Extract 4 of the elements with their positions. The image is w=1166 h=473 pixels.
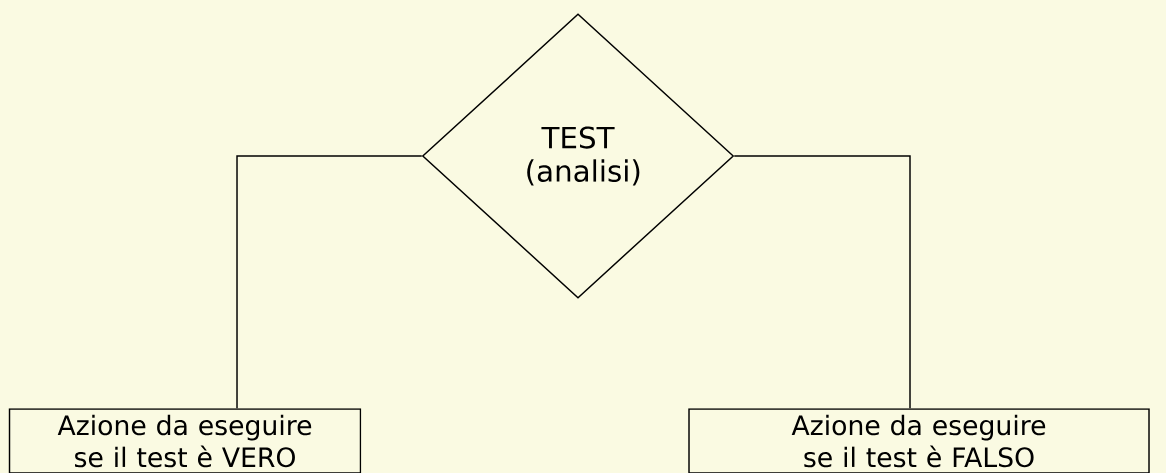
action-box: Azione da eseguire se il test è VERO xyxy=(8,408,362,473)
connector-line xyxy=(236,155,423,409)
action-box: Azione da eseguire se il test è FALSO xyxy=(688,408,1150,473)
connector-line xyxy=(733,155,911,409)
